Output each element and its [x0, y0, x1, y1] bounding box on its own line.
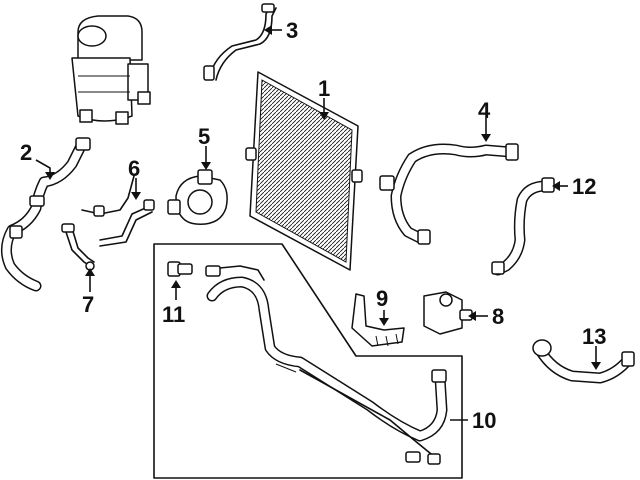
callout-12: 12: [572, 174, 596, 199]
part-10-hose-assembly: [205, 265, 448, 465]
callout-3: 3: [286, 18, 298, 43]
coolant-reservoir: [71, 15, 151, 125]
part-9-bracket: [351, 293, 405, 347]
callout-4: 4: [478, 98, 491, 123]
callout-labels: 1 2 3 4 5 6 7 8 9 10 11 12 13: [20, 18, 606, 433]
part-4-hose: [379, 143, 519, 245]
callout-5: 5: [198, 124, 210, 149]
part-6-pipe: [81, 175, 155, 247]
part-11-fitting: [167, 261, 193, 277]
callout-2: 2: [20, 140, 32, 165]
callout-8: 8: [492, 304, 504, 329]
leader-lines: [35, 25, 601, 421]
part-8-housing: [423, 291, 473, 335]
callout-13: 13: [582, 324, 606, 349]
callout-9: 9: [376, 286, 388, 311]
callout-1: 1: [318, 76, 330, 101]
callout-7: 7: [82, 292, 94, 317]
part-12-hose: [491, 177, 555, 276]
inset-box: [153, 243, 463, 479]
part-13-hose: [532, 339, 635, 384]
part-1-condenser: [245, 71, 363, 271]
part-3-hose: [203, 3, 277, 81]
callout-11: 11: [162, 302, 185, 327]
part-2-hose: [1, 137, 91, 292]
part-5-pump: [167, 169, 228, 225]
callout-6: 6: [128, 156, 140, 181]
callout-10: 10: [472, 408, 496, 433]
part-7-hose: [61, 223, 95, 271]
